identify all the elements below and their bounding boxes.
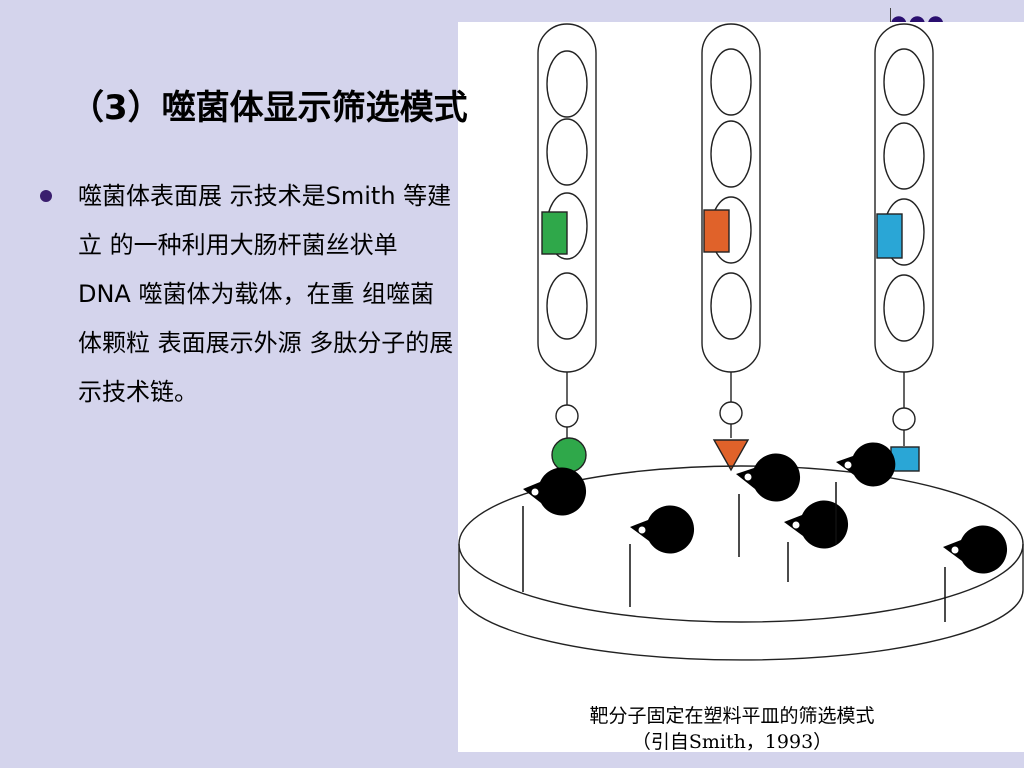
receptor-4 [784,500,849,582]
receptor-1 [522,467,587,592]
bullet-text: 噬菌体表面展 示技术是Smith 等建立 的一种利用大肠杆菌丝状单 DNA 噬菌… [78,182,454,406]
plastic-plate [458,465,1024,661]
figure-caption-line1: 靶分子固定在塑料平皿的筛选模式 [589,705,874,727]
decor-line [890,8,891,22]
bullet-item: 噬菌体表面展 示技术是Smith 等建立 的一种利用大肠杆菌丝状单 DNA 噬菌… [40,172,460,417]
receptor-5 [835,442,896,544]
phage-blue [874,23,934,472]
receptor-2 [629,505,695,607]
figure-caption-line2: （引自Smith，1993） [632,731,832,752]
bullet-dot-icon [40,190,52,202]
phage-green [537,23,597,473]
receptor-3 [736,453,801,557]
phage-display-figure: 靶分子固定在塑料平皿的筛选模式 （引自Smith，1993） [458,22,1024,752]
phage-orange [701,23,761,472]
receptors [522,442,1008,622]
slide-title: （3）噬菌体显示筛选模式 [70,88,468,128]
receptor-6 [943,525,1008,622]
